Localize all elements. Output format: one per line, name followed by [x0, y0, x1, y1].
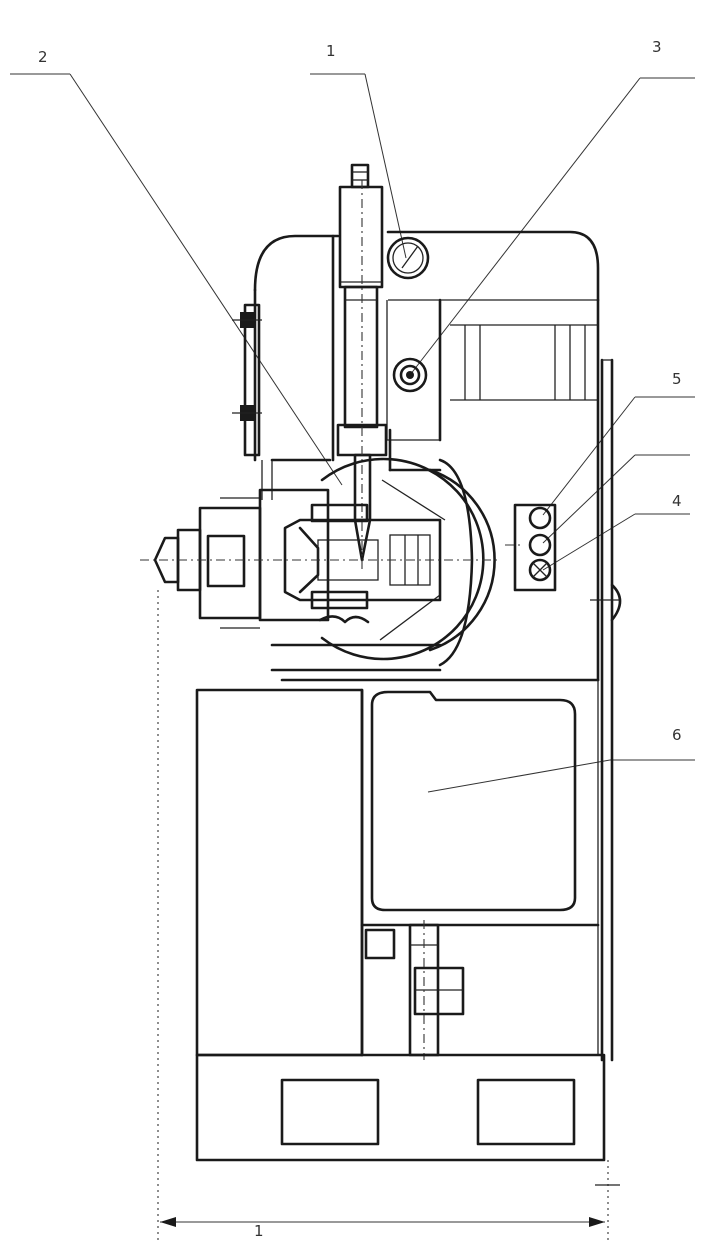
callout-label: 2 [38, 48, 48, 66]
leader-lines [10, 73, 695, 793]
callout-label: 4 [672, 492, 682, 510]
callout-label: 5 [672, 370, 682, 388]
indicator-lamp-icon [528, 506, 552, 530]
vertical-spindle [336, 163, 388, 570]
callout-label: 6 [672, 726, 682, 744]
dimension-label: 1 [254, 1222, 264, 1240]
dimension-lines [157, 590, 620, 1240]
upper-housing [253, 230, 600, 682]
lower-cabinet [195, 678, 600, 1060]
indicator-lamp-icon [528, 533, 552, 557]
callout-label: 3 [652, 38, 662, 56]
indicator-panel [505, 503, 557, 592]
horizontal-chuck [140, 488, 500, 629]
valve-knob-icon [392, 357, 428, 393]
machine-base [195, 1053, 606, 1162]
rotary-fixture [270, 428, 496, 672]
right-side-plate [590, 358, 622, 1062]
indicator-lamp-icon [528, 558, 552, 582]
gauge-icon [386, 236, 430, 280]
callout-label: 1 [326, 42, 336, 60]
side-clamp-plate [232, 303, 273, 500]
